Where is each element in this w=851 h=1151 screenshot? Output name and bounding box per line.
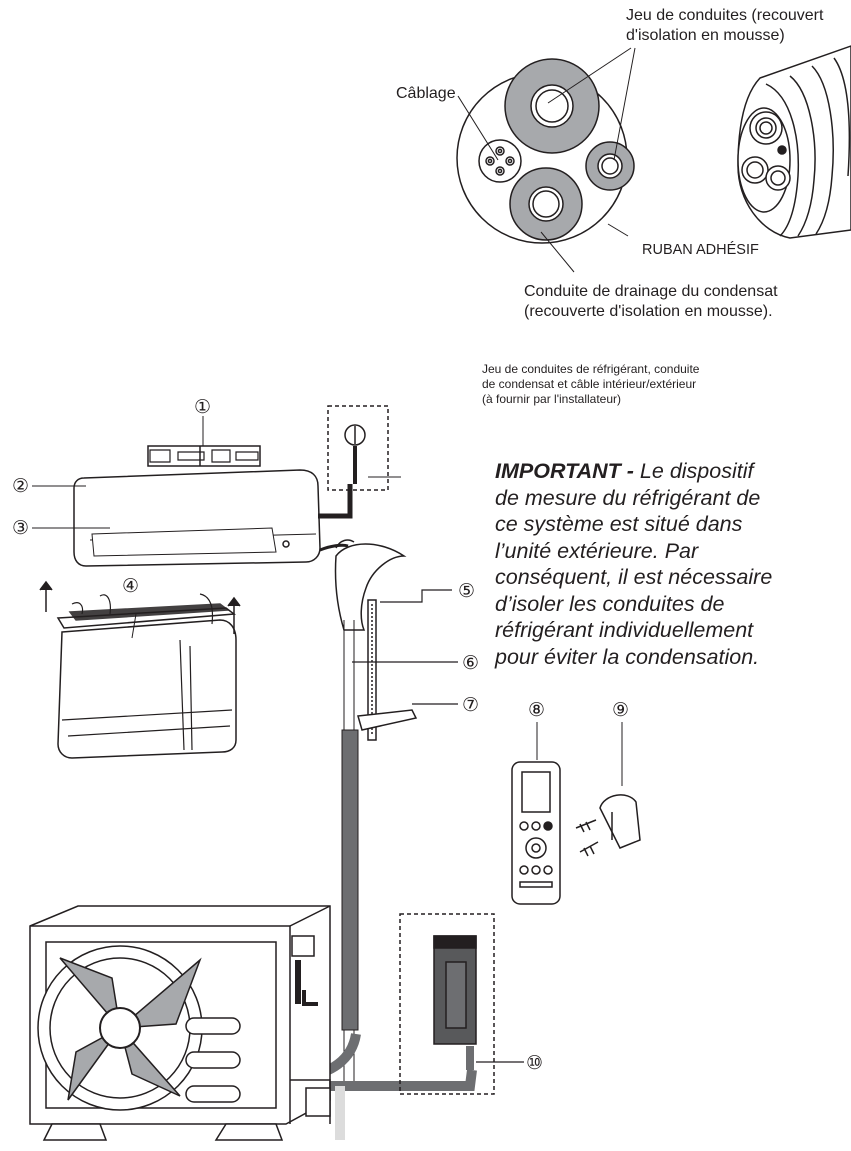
label-lineset-1: Jeu de conduites de réfrigérant, conduit… bbox=[482, 362, 700, 376]
callout-8: ⑧ bbox=[528, 700, 545, 721]
label-pipe-set-2: d'isolation en mousse) bbox=[626, 27, 785, 44]
label-lineset-3: (à fournir par l'installateur) bbox=[482, 392, 622, 406]
label-drain-1: Conduite de drainage du condensat bbox=[524, 283, 778, 300]
indoor-unit bbox=[73, 445, 353, 567]
wrapped-pipe-bundle bbox=[737, 45, 851, 239]
callout-5: ⑤ bbox=[458, 581, 475, 602]
important-line-7: réfrigérant individuellement bbox=[495, 618, 754, 642]
important-line-6: d’isoler les conduites de bbox=[495, 591, 725, 616]
label-drain-2: (recouverte d'isolation en mousse). bbox=[524, 303, 773, 320]
label-wiring: Câblage bbox=[396, 85, 456, 102]
label-tape: RUBAN ADHÉSIF bbox=[642, 242, 759, 258]
disconnect-box bbox=[399, 913, 524, 1095]
pipe-cross-section bbox=[456, 47, 636, 273]
callout-2: ② bbox=[12, 476, 29, 497]
power-plug-box bbox=[327, 405, 401, 491]
insulation-coil bbox=[341, 729, 359, 1031]
remote-control bbox=[511, 722, 561, 905]
callout-3: ③ bbox=[12, 518, 29, 539]
callout-6: ⑥ bbox=[462, 653, 479, 674]
callout-1: ① bbox=[194, 397, 211, 418]
callout-10: ⑩ bbox=[526, 1053, 543, 1074]
label-pipe-set-1: Jeu de conduites (recouvert bbox=[626, 7, 824, 24]
important-line-1: Le dispositif bbox=[633, 459, 754, 483]
outdoor-unit bbox=[29, 905, 331, 1141]
important-line-3: ce système est situé dans bbox=[495, 512, 743, 536]
callout-7: ⑦ bbox=[462, 695, 479, 716]
label-lineset-2: de condensat et câble intérieur/extérieu… bbox=[482, 377, 697, 391]
important-line-2: de mesure du réfrigérant de bbox=[495, 485, 761, 510]
callout-9: ⑨ bbox=[612, 700, 629, 721]
important-line-5: conséquent, il est nécessaire bbox=[495, 565, 773, 589]
important-note: IMPORTANT - Le dispositif de mesure du r… bbox=[495, 458, 851, 670]
important-line-8: pour éviter la condensation. bbox=[495, 644, 760, 669]
important-heading: IMPORTANT - bbox=[495, 459, 634, 483]
remote-holder bbox=[575, 722, 641, 857]
callout-4: ④ bbox=[122, 576, 139, 597]
important-line-4: l’unité extérieure. Par bbox=[495, 538, 699, 563]
filter-removal bbox=[39, 580, 241, 759]
callouts: ① ② ③ ④ ⑤ ⑥ ⑦ ⑧ ⑨ ⑩ bbox=[12, 397, 629, 1074]
